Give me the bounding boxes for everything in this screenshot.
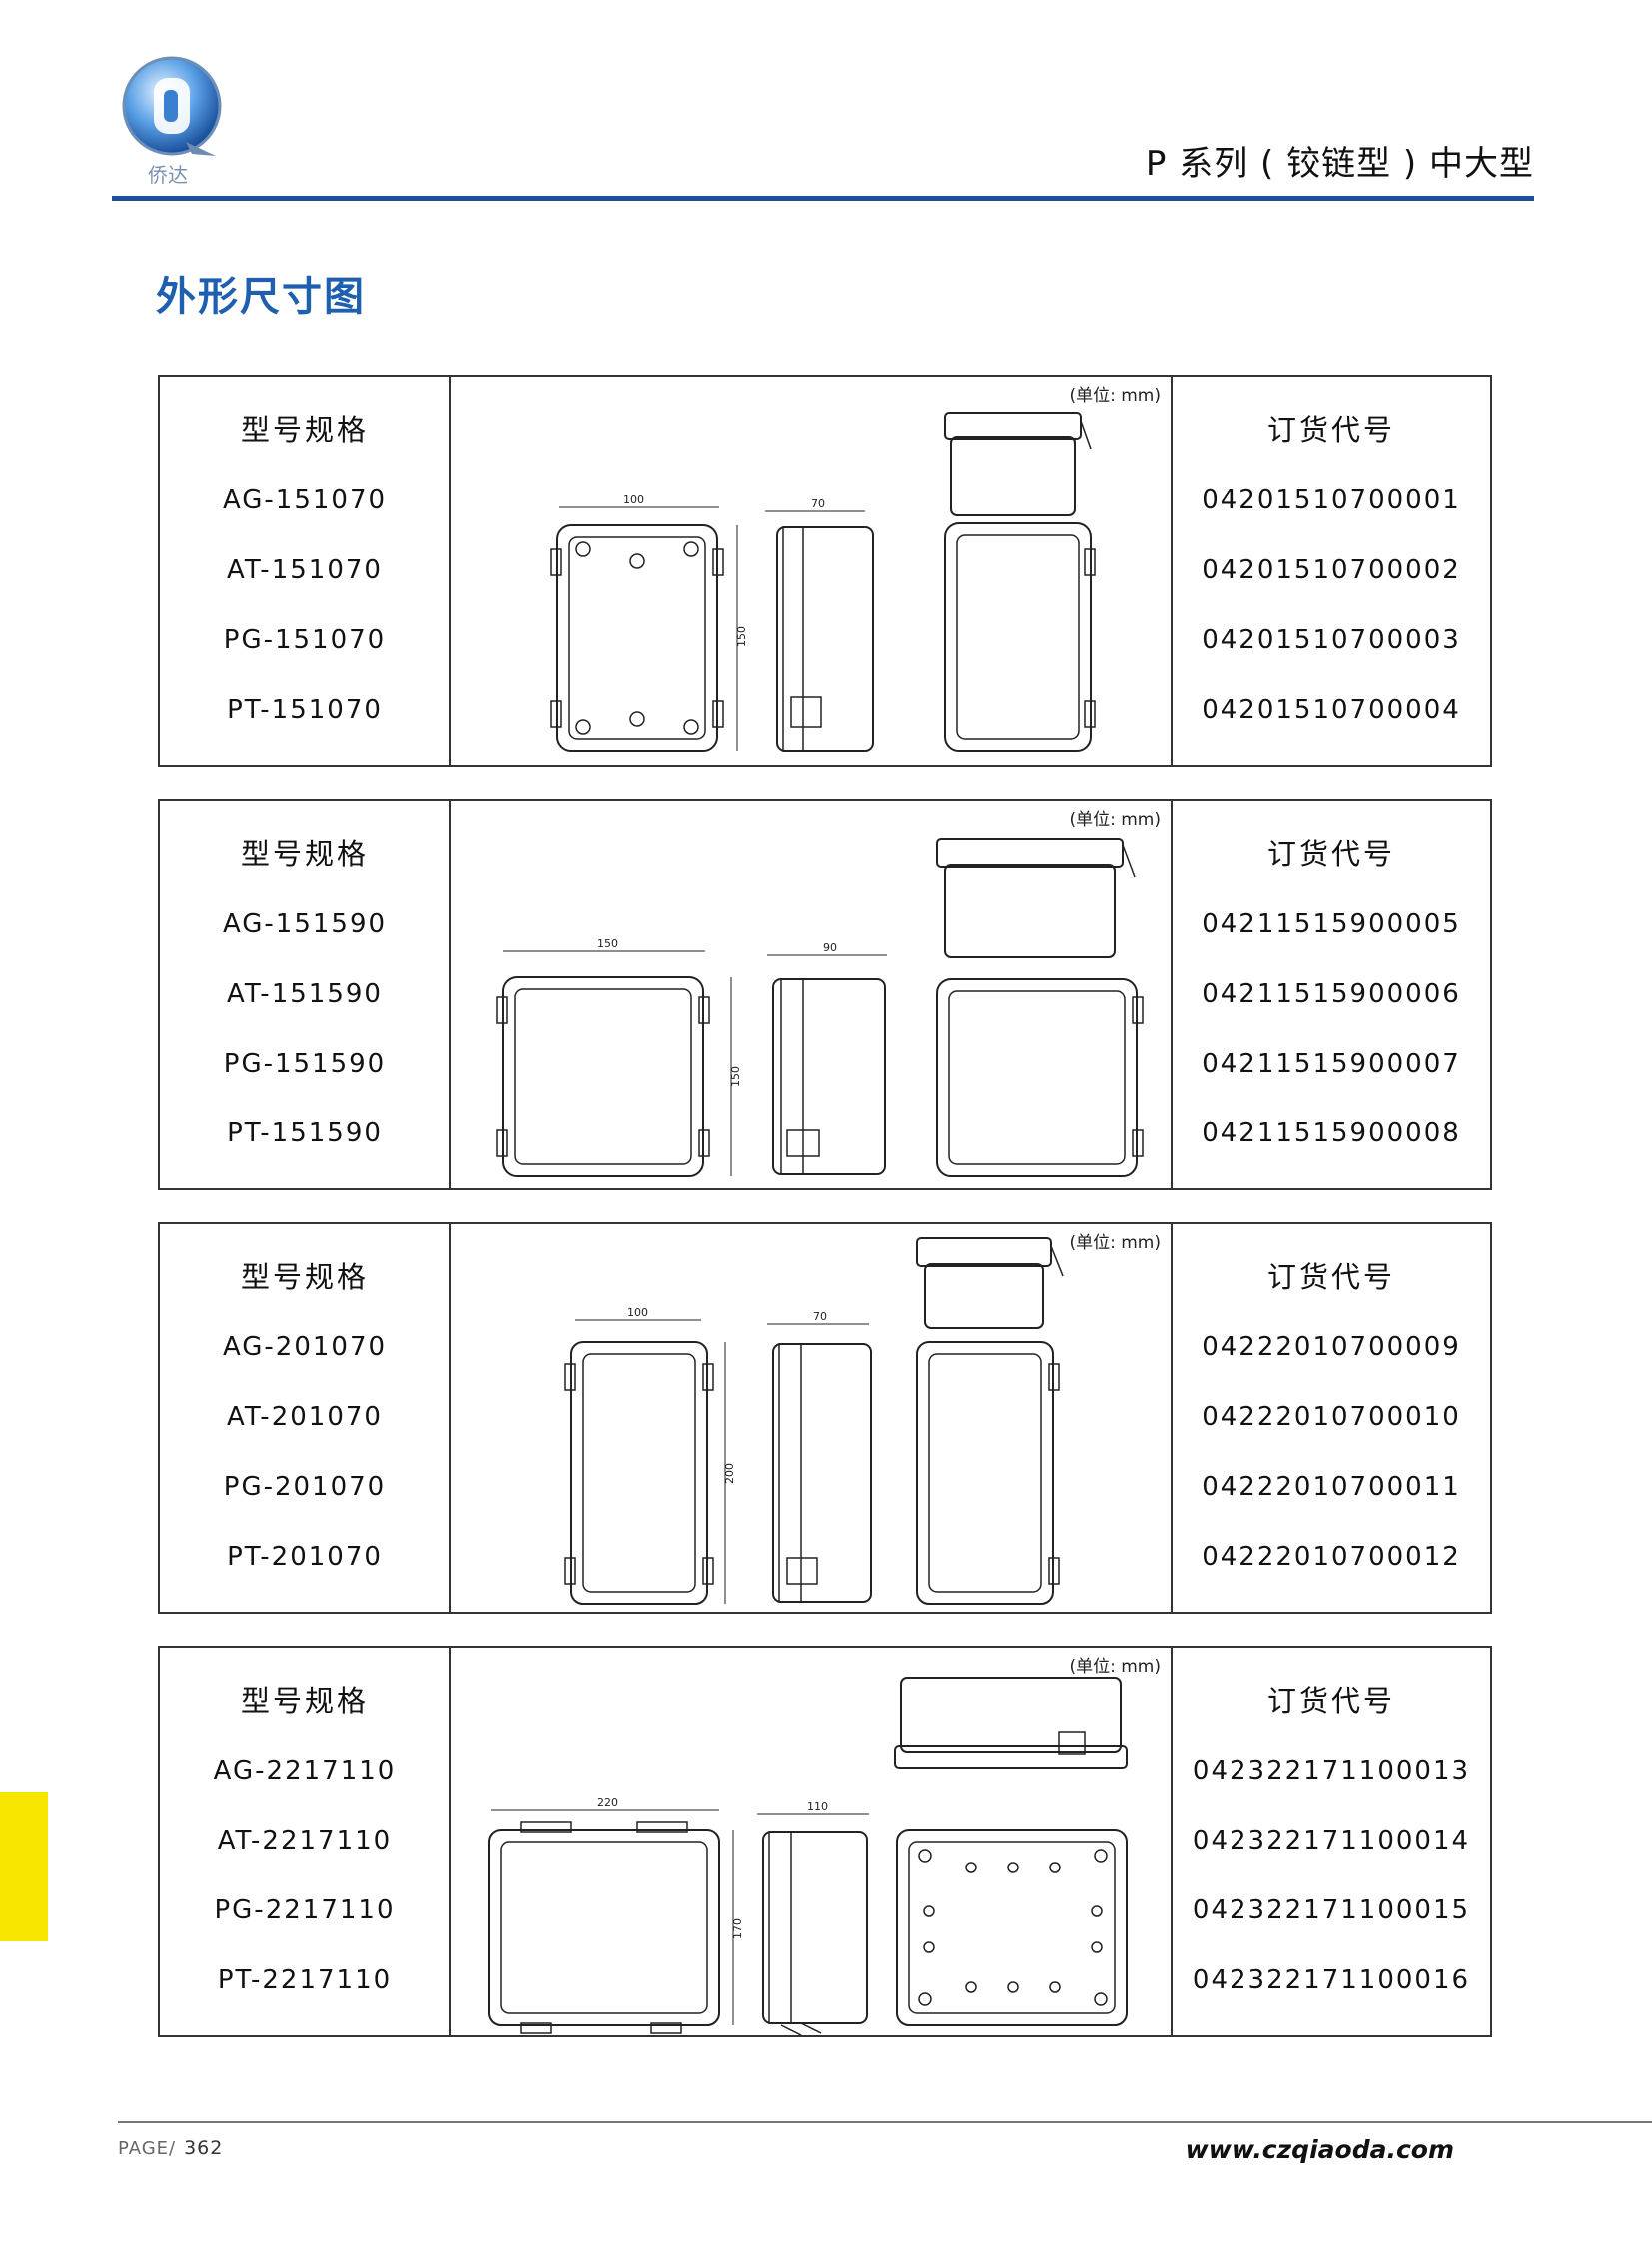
height-dim: 170 bbox=[731, 1918, 744, 1939]
series-title: P 系列 ( 铰链型 ) 中大型 bbox=[1145, 144, 1534, 184]
model-header: 型号规格 bbox=[240, 837, 369, 871]
model-header: 型号规格 bbox=[240, 413, 369, 447]
qiaoda-logo-icon: 侨达 bbox=[122, 56, 222, 187]
code-header: 订货代号 bbox=[1266, 413, 1395, 447]
page-number: 362 bbox=[184, 2137, 224, 2159]
depth-dim: 110 bbox=[807, 1800, 828, 1813]
code-cell: 04222010700011 bbox=[1202, 1472, 1461, 1502]
height-dim: 150 bbox=[735, 626, 748, 647]
code-cell: 04201510700004 bbox=[1202, 695, 1461, 725]
drawing-column: (单位: mm) 150 150 90 bbox=[451, 801, 1173, 1188]
code-cell: 04211515900005 bbox=[1202, 909, 1461, 939]
model-cell: PT-151070 bbox=[227, 695, 383, 725]
width-dim: 220 bbox=[597, 1796, 618, 1809]
model-cell: PT-2217110 bbox=[217, 1965, 393, 1995]
code-column: 订货代号 042322171100013 042322171100014 042… bbox=[1173, 1648, 1490, 2035]
code-cell: 042322171100016 bbox=[1192, 1965, 1471, 1995]
model-cell: AG-151070 bbox=[222, 485, 388, 515]
code-column: 订货代号 04222010700009 04222010700010 04222… bbox=[1173, 1224, 1490, 1612]
code-cell: 04201510700001 bbox=[1202, 485, 1461, 515]
model-cell: AT-201070 bbox=[227, 1402, 383, 1432]
spec-table-2: 型号规格 AG-151590 AT-151590 PG-151590 PT-15… bbox=[158, 799, 1492, 1190]
code-cell: 042322171100013 bbox=[1192, 1756, 1471, 1786]
unit-label: (单位: mm) bbox=[1069, 1233, 1161, 1253]
code-cell: 04222010700012 bbox=[1202, 1542, 1461, 1572]
model-column: 型号规格 AG-151070 AT-151070 PG-151070 PT-15… bbox=[160, 377, 451, 765]
depth-dim: 90 bbox=[823, 941, 837, 954]
code-column: 订货代号 04201510700001 04201510700002 04201… bbox=[1173, 377, 1490, 765]
drawing-column: (单位: mm) 220 170 110 bbox=[451, 1648, 1173, 2035]
logo-text: 侨达 bbox=[148, 163, 188, 187]
spec-table-3: 型号规格 AG-201070 AT-201070 PG-201070 PT-20… bbox=[158, 1222, 1492, 1614]
header-divider bbox=[112, 196, 1534, 201]
model-column: 型号规格 AG-151590 AT-151590 PG-151590 PT-15… bbox=[160, 801, 451, 1188]
model-cell: PT-201070 bbox=[227, 1542, 383, 1572]
section-title: 外形尺寸图 bbox=[156, 274, 366, 320]
model-cell: PG-2217110 bbox=[214, 1895, 396, 1925]
code-column: 订货代号 04211515900005 04211515900006 04211… bbox=[1173, 801, 1490, 1188]
height-dim: 200 bbox=[723, 1463, 736, 1484]
model-cell: PG-201070 bbox=[223, 1472, 387, 1502]
depth-dim: 70 bbox=[813, 1310, 827, 1323]
website-url[interactable]: www.czqiaoda.com bbox=[1185, 2135, 1454, 2164]
dimension-drawing: 150 150 90 bbox=[496, 838, 1144, 1177]
code-cell: 04211515900007 bbox=[1202, 1049, 1461, 1079]
model-header: 型号规格 bbox=[240, 1684, 369, 1718]
dimension-drawing: 100 200 70 bbox=[564, 1237, 1064, 1605]
code-cell: 04222010700010 bbox=[1202, 1402, 1461, 1432]
drawing-column: (单位: mm) 100 150 70 bbox=[451, 377, 1173, 765]
footer-divider bbox=[118, 2121, 1652, 2123]
dimension-drawing: 220 170 110 bbox=[488, 1677, 1128, 2035]
model-cell: AG-2217110 bbox=[213, 1756, 397, 1786]
width-dim: 150 bbox=[597, 937, 618, 950]
company-logo: 侨达 bbox=[112, 48, 232, 196]
dimension-drawing: 100 150 70 bbox=[550, 412, 1096, 752]
page-indicator: PAGE/362 bbox=[118, 2137, 223, 2159]
width-dim: 100 bbox=[627, 1306, 648, 1319]
width-dim: 100 bbox=[623, 493, 644, 506]
model-cell: AG-201070 bbox=[222, 1332, 388, 1362]
code-cell: 042322171100015 bbox=[1192, 1895, 1471, 1925]
model-cell: AT-2217110 bbox=[217, 1826, 393, 1856]
code-cell: 04201510700003 bbox=[1202, 625, 1461, 655]
unit-label: (单位: mm) bbox=[1069, 1657, 1161, 1677]
code-cell: 042322171100014 bbox=[1192, 1826, 1471, 1856]
spec-table-4: 型号规格 AG-2217110 AT-2217110 PG-2217110 PT… bbox=[158, 1646, 1492, 2037]
model-cell: PT-151590 bbox=[227, 1119, 383, 1148]
code-cell: 04211515900006 bbox=[1202, 979, 1461, 1009]
model-cell: AT-151070 bbox=[227, 555, 383, 585]
unit-label: (单位: mm) bbox=[1069, 386, 1161, 406]
model-cell: PG-151070 bbox=[223, 625, 387, 655]
spec-table-1: 型号规格 AG-151070 AT-151070 PG-151070 PT-15… bbox=[158, 375, 1492, 767]
code-cell: 04201510700002 bbox=[1202, 555, 1461, 585]
drawing-column: (单位: mm) 100 200 70 bbox=[451, 1224, 1173, 1612]
model-column: 型号规格 AG-201070 AT-201070 PG-201070 PT-20… bbox=[160, 1224, 451, 1612]
code-cell: 04211515900008 bbox=[1202, 1119, 1461, 1148]
model-header: 型号规格 bbox=[240, 1260, 369, 1294]
model-cell: PG-151590 bbox=[223, 1049, 387, 1079]
model-cell: AG-151590 bbox=[222, 909, 388, 939]
model-column: 型号规格 AG-2217110 AT-2217110 PG-2217110 PT… bbox=[160, 1648, 451, 2035]
code-header: 订货代号 bbox=[1266, 837, 1395, 871]
code-cell: 04222010700009 bbox=[1202, 1332, 1461, 1362]
page-label: PAGE/ bbox=[118, 2138, 177, 2159]
unit-label: (单位: mm) bbox=[1069, 810, 1161, 830]
model-cell: AT-151590 bbox=[227, 979, 383, 1009]
code-header: 订货代号 bbox=[1266, 1684, 1395, 1718]
code-header: 订货代号 bbox=[1266, 1260, 1395, 1294]
section-tab bbox=[0, 1792, 48, 1941]
height-dim: 150 bbox=[729, 1066, 742, 1087]
depth-dim: 70 bbox=[811, 497, 825, 510]
